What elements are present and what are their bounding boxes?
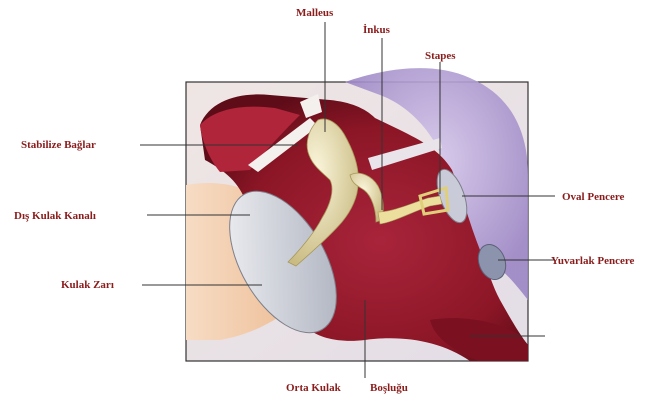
label-inkus: İnkus	[363, 24, 390, 36]
label-malleus: Malleus	[296, 7, 333, 19]
label-oval-pencere: Oval Pencere	[562, 191, 624, 203]
label-yuvarlak-pencere: Yuvarlak Pencere	[551, 255, 634, 267]
label-kulak-zari: Kulak Zarı	[61, 279, 114, 291]
label-orta-kulak: Orta Kulak	[286, 382, 341, 394]
label-boslugu: Boşluğu	[370, 382, 408, 394]
label-stapes: Stapes	[425, 50, 456, 62]
label-dis-kulak-kanali: Dış Kulak Kanalı	[14, 210, 96, 222]
label-stabilize-baglar: Stabilize Bağlar	[21, 139, 96, 151]
